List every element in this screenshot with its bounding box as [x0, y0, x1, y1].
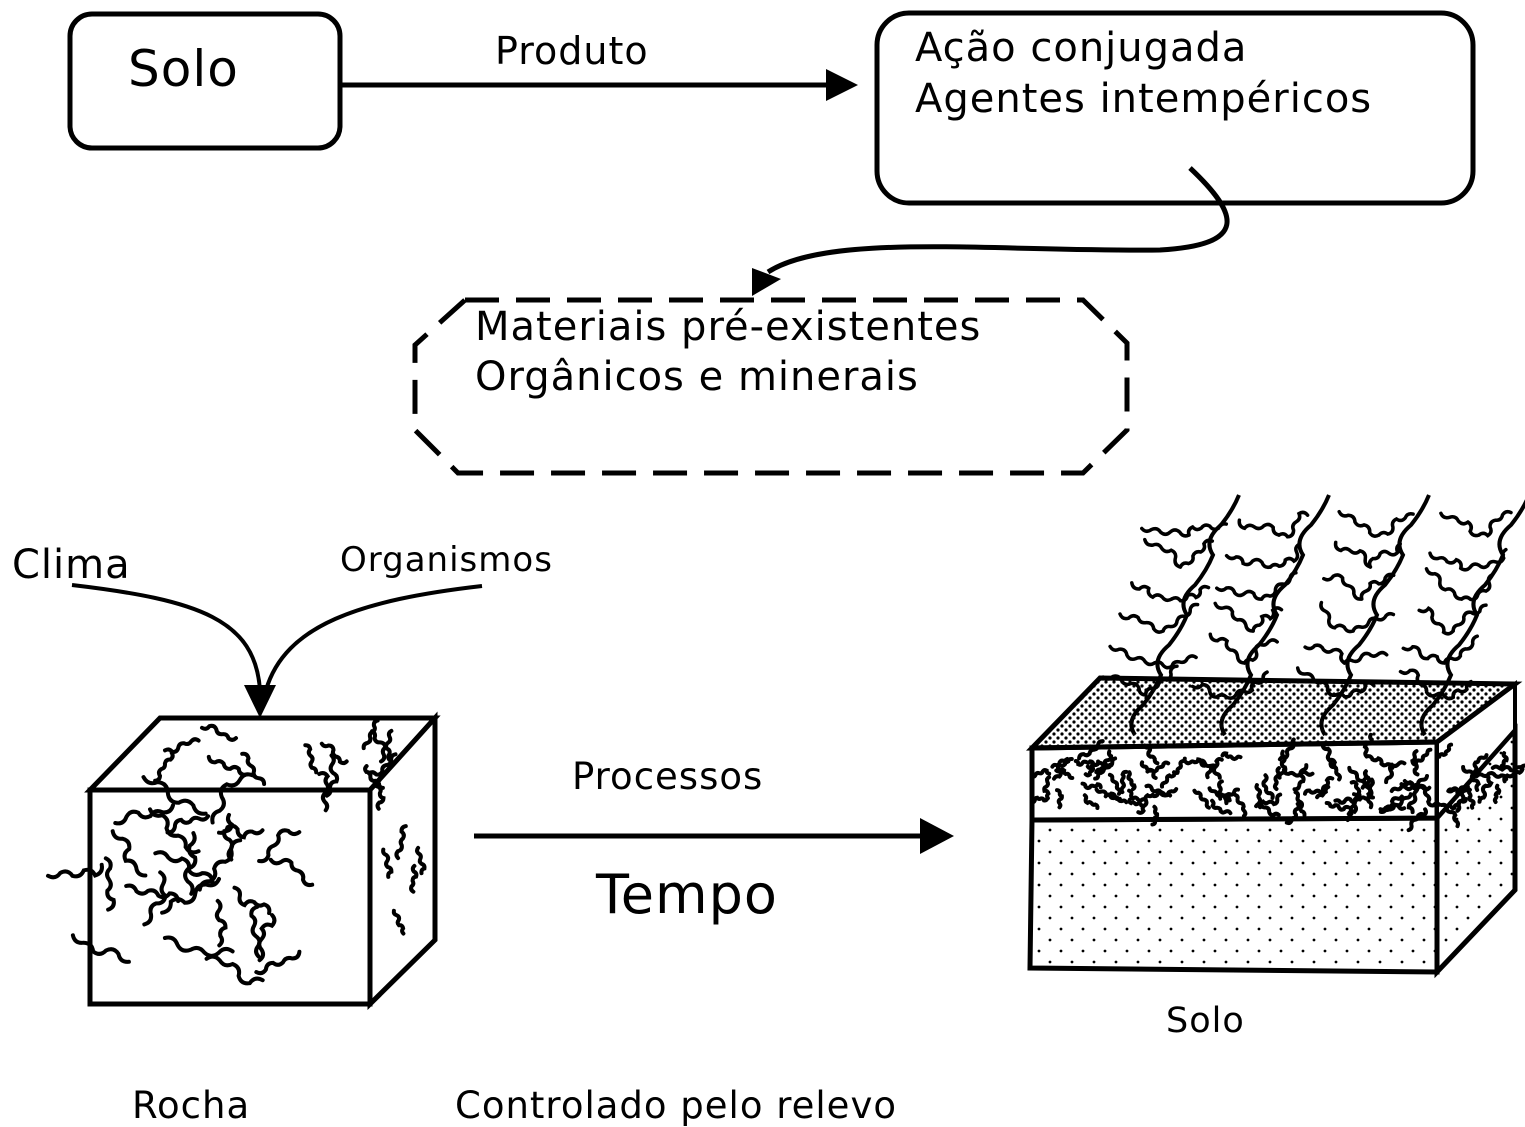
plant-leaf: [1145, 540, 1181, 567]
plant-leaf: [1132, 583, 1172, 600]
rocha-cube: [48, 718, 435, 1004]
plant-leaf: [1262, 573, 1296, 599]
rocha-label: Rocha: [132, 1087, 250, 1124]
plant-leaf: [1403, 647, 1444, 663]
solo-block: [1030, 495, 1525, 972]
materiais-line1: Materiais pré-existentes: [475, 307, 981, 347]
produto-arrow: [340, 69, 858, 101]
plant-leaf: [1321, 603, 1353, 632]
plant-leaf: [1244, 640, 1277, 663]
clima-label: Clima: [12, 545, 131, 585]
plant-leaf: [1215, 603, 1253, 631]
plant-leaf: [1239, 520, 1279, 535]
plant-leaf: [1210, 634, 1244, 663]
relevo-label: Controlado pelo relevo: [455, 1087, 897, 1124]
plant-leaf: [1430, 553, 1470, 570]
processos-label: Processos: [572, 758, 763, 795]
plant-leaf: [1379, 514, 1413, 535]
plant-leaf: [1462, 575, 1493, 600]
organismos-label: Organismos: [340, 543, 553, 577]
plant-leaf: [1217, 588, 1262, 599]
produto-label: Produto: [495, 32, 649, 70]
acao-line1: Ação conjugada: [915, 28, 1247, 68]
plant-leaf: [1336, 542, 1371, 567]
plant-leaf: [1339, 512, 1379, 536]
plant-leaf: [1305, 645, 1344, 663]
solo-box-label: Solo: [128, 44, 239, 94]
plant-leaf: [1227, 556, 1271, 568]
plant-leaf: [1370, 544, 1401, 567]
humus-squiggle: [1256, 785, 1260, 807]
plant-leaf: [1441, 513, 1479, 535]
clima-organismos-arrows: [72, 585, 482, 718]
plant-leaf: [1427, 569, 1462, 599]
plant-leaf: [1419, 608, 1453, 633]
plant-leaf: [1189, 524, 1227, 535]
acao-line2: Agentes intempéricos: [915, 79, 1372, 119]
solo-label: Solo: [1166, 1004, 1245, 1039]
plant-leaf: [1142, 529, 1189, 536]
processos-arrow: [474, 818, 954, 854]
plant-leaf: [1270, 544, 1299, 567]
plant-leaf: [1110, 647, 1154, 665]
materiais-line2: Orgânicos e minerais: [475, 357, 919, 397]
plant-leaf: [1324, 575, 1362, 599]
plant-leaf: [1120, 614, 1163, 632]
tempo-label: Tempo: [596, 868, 778, 922]
